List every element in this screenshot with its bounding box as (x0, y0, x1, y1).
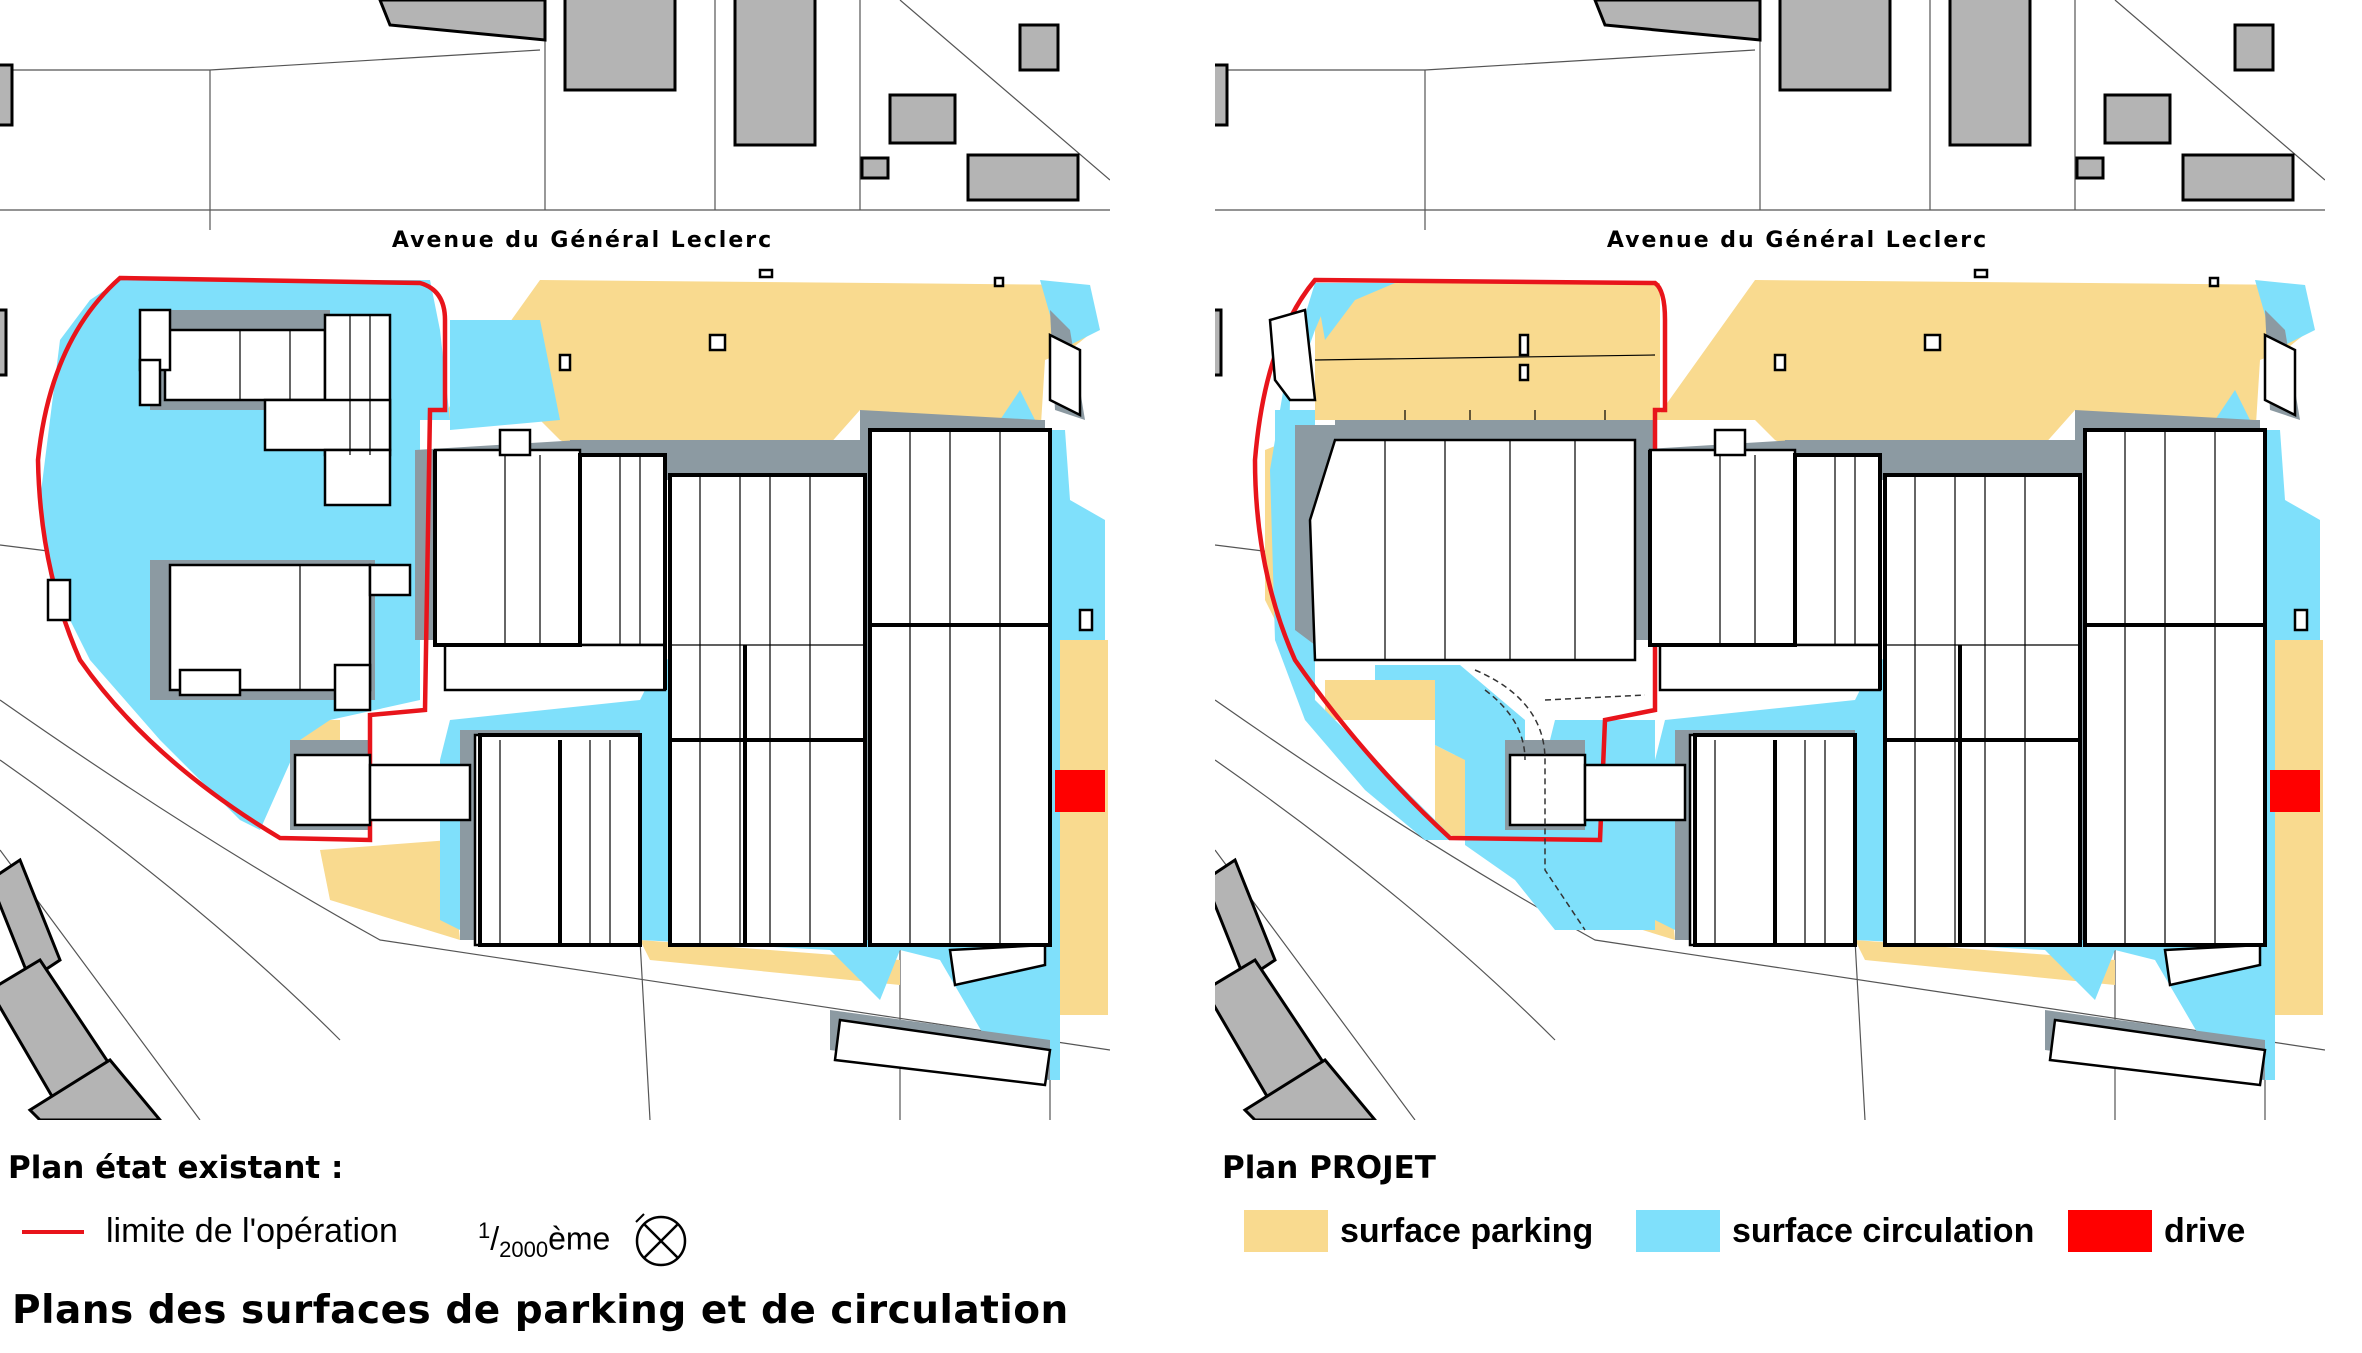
context-buildings (0, 0, 1080, 1120)
plan-project: Avenue du Général Leclerc (1215, 0, 2325, 1120)
drive-area (1055, 770, 1105, 812)
plan-existing: Avenue du Général Leclerc (0, 0, 1110, 1120)
scale-denominator: 2000 (499, 1237, 549, 1263)
existing-plan-caption: Plan état existant : (8, 1150, 344, 1186)
parking-swatch (1244, 1210, 1328, 1252)
legend-drive-label: drive (2164, 1211, 2246, 1250)
legend-parking: surface parking (1244, 1210, 1593, 1252)
legend-boundary-label: limite de l'opération (106, 1212, 398, 1250)
scale-label: 1/2000ème (478, 1218, 611, 1263)
operation-boundary (35, 275, 448, 843)
project-plan-caption: Plan PROJET (1222, 1150, 1436, 1186)
boundary-line-swatch (22, 1229, 84, 1234)
operation-boundary (1252, 277, 1668, 843)
legend-circulation-label: surface circulation (1732, 1211, 2035, 1250)
plan-project-drawing (1215, 0, 2325, 1120)
main-title: Plans des surfaces de parking et de circ… (12, 1288, 1069, 1333)
compass-icon (632, 1210, 690, 1268)
street-label: Avenue du Général Leclerc (391, 228, 774, 253)
street-label: Avenue du Général Leclerc (1606, 228, 1989, 253)
building-bold-lines (433, 428, 1052, 947)
scale-numerator: 1 (478, 1218, 491, 1243)
legend-drive: drive (2068, 1210, 2245, 1252)
drive-swatch (2068, 1210, 2152, 1252)
building-bold-lines (1648, 428, 2267, 947)
buildings (46, 268, 1094, 1087)
drive-area (2270, 770, 2320, 812)
context-buildings (1215, 0, 2295, 1120)
access-path-lines (1474, 669, 1646, 931)
legend-circulation: surface circulation (1636, 1210, 2034, 1252)
circulation-swatch (1636, 1210, 1720, 1252)
plan-existing-drawing (0, 0, 1110, 1120)
legend-parking-label: surface parking (1340, 1211, 1594, 1250)
scale-suffix: ème (548, 1220, 611, 1257)
legend-boundary: limite de l'opération (22, 1212, 398, 1251)
